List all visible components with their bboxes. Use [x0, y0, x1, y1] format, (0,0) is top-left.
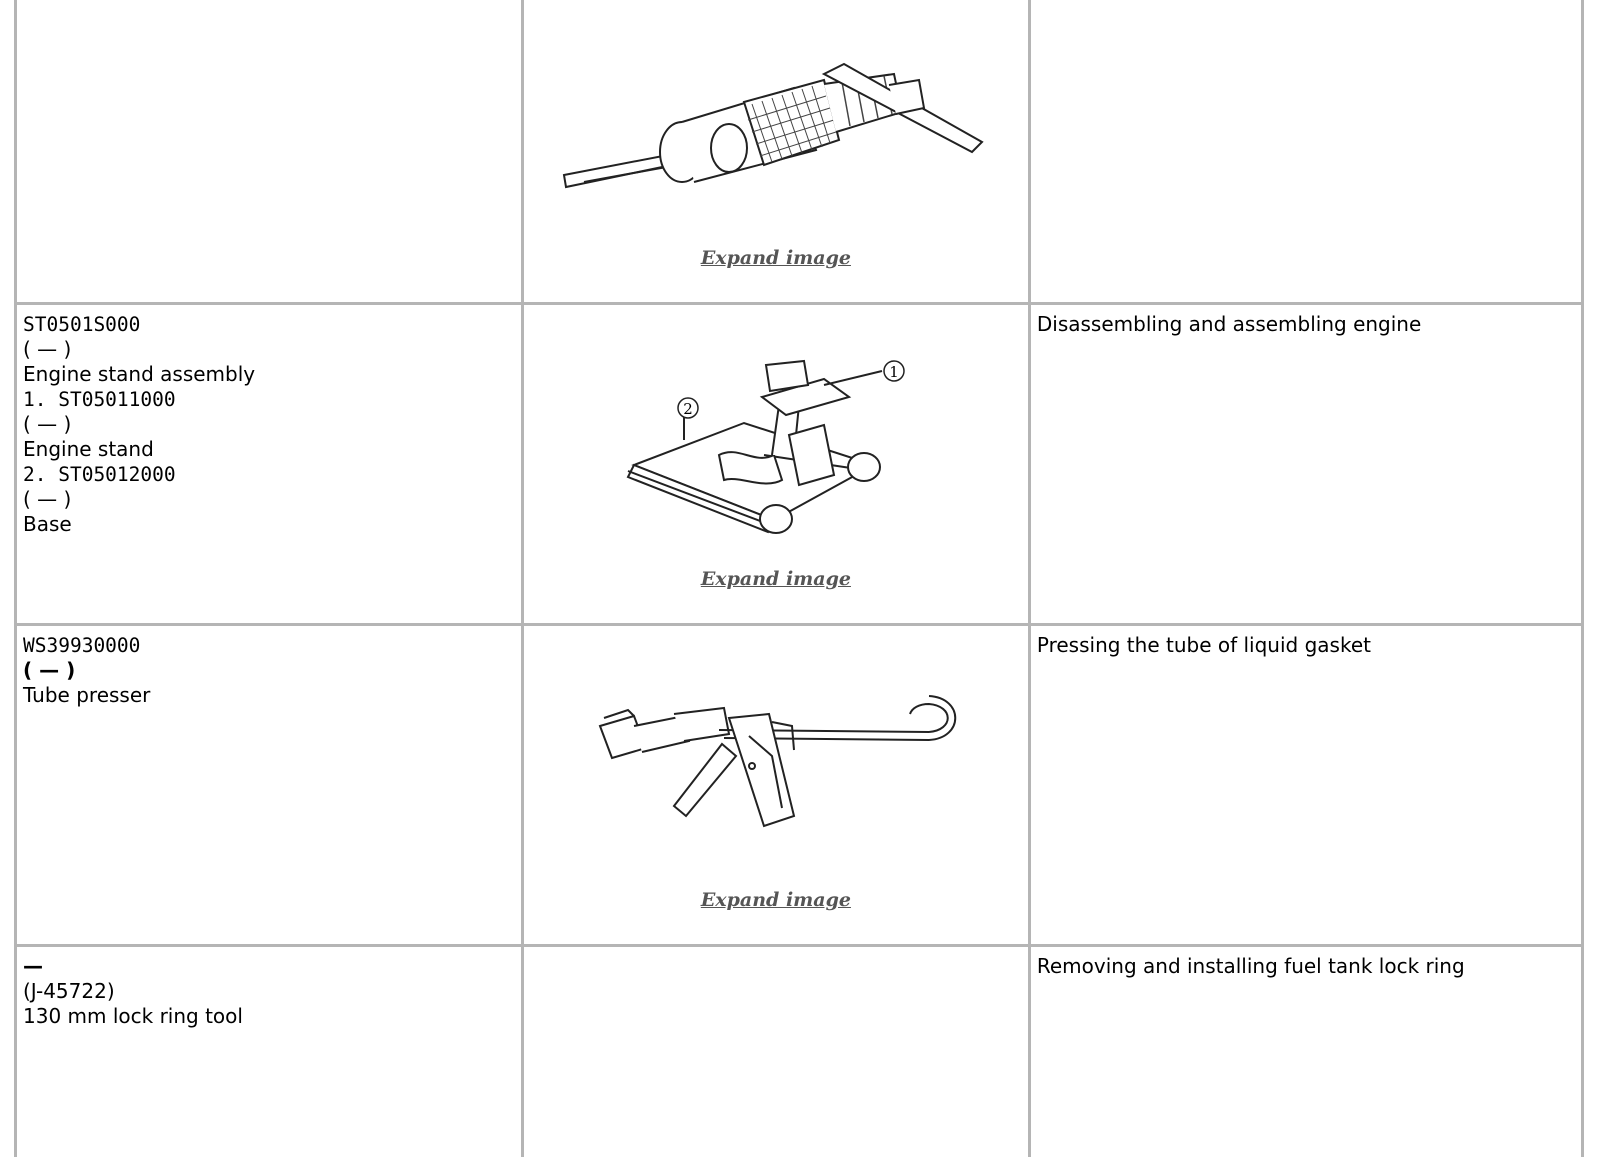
special-service-tools-table: Expand image ST0501S000 ( — ) Engine sta…: [14, 0, 1585, 1157]
tool-number: ST0501S000: [23, 313, 141, 336]
expand-image-link[interactable]: Expand image: [700, 568, 851, 590]
callout-marker: [677, 397, 699, 419]
tool-name: 130 mm lock ring tool: [23, 1004, 243, 1028]
expand-image-link[interactable]: Expand image: [700, 889, 851, 911]
component-number: 1. ST05011000: [23, 388, 176, 411]
sliding-hammer-illustration: [562, 62, 984, 189]
usage-text: Disassembling and assembling engine: [1036, 312, 1422, 336]
tool-number: WS39930000: [23, 634, 141, 657]
usage-cell: Pressing the tube of liquid gasket: [1027, 623, 1585, 947]
usage-cell: Removing and installing fuel tank lock r…: [1027, 944, 1585, 1157]
kent-moore-number: (J-45722): [23, 979, 115, 1003]
tool-illustration-cell: [520, 944, 1031, 1157]
table-row: — (J-45722) 130 mm lock ring tool Removi…: [14, 944, 1585, 1157]
tool-name: Tube presser: [23, 683, 151, 707]
component-name: Base: [23, 512, 72, 536]
table-row: ST0501S000 ( — ) Engine stand assembly 1…: [14, 302, 1585, 626]
usage-text: Pressing the tube of liquid gasket: [1036, 633, 1371, 657]
table-row: WS39930000 ( — ) Tube presser: [14, 623, 1585, 947]
kent-moore-number: ( — ): [23, 412, 72, 436]
tube-presser-illustration: [598, 695, 956, 828]
table-row: Expand image: [14, 0, 1585, 305]
kent-moore-number: ( — ): [23, 658, 76, 682]
tool-number-cell: ST0501S000 ( — ) Engine stand assembly 1…: [14, 302, 524, 626]
callout-label: 1: [889, 363, 899, 381]
tool-number-cell: [14, 0, 524, 305]
tool-number: —: [23, 954, 43, 978]
tool-illustration-cell: Expand image: [520, 623, 1031, 947]
tool-number-cell: WS39930000 ( — ) Tube presser: [14, 623, 524, 947]
tool-illustration-cell: 2 1 Expand image: [520, 302, 1031, 626]
component-name: Engine stand: [23, 437, 154, 461]
kent-moore-number: ( — ): [23, 337, 72, 361]
expand-image-link[interactable]: Expand image: [700, 247, 851, 269]
callout-marker: [883, 360, 905, 382]
callout-label: 2: [683, 400, 693, 418]
tool-name: Engine stand assembly: [23, 362, 256, 386]
tool-illustration-cell: Expand image: [520, 0, 1031, 305]
usage-text: Removing and installing fuel tank lock r…: [1036, 954, 1465, 978]
usage-cell: Disassembling and assembling engine: [1027, 302, 1585, 626]
engine-stand-illustration: 2 1: [626, 359, 905, 534]
component-number: 2. ST05012000: [23, 463, 176, 486]
tool-number-cell: — (J-45722) 130 mm lock ring tool: [14, 944, 524, 1157]
kent-moore-number: ( — ): [23, 487, 72, 511]
usage-cell: [1027, 0, 1585, 305]
